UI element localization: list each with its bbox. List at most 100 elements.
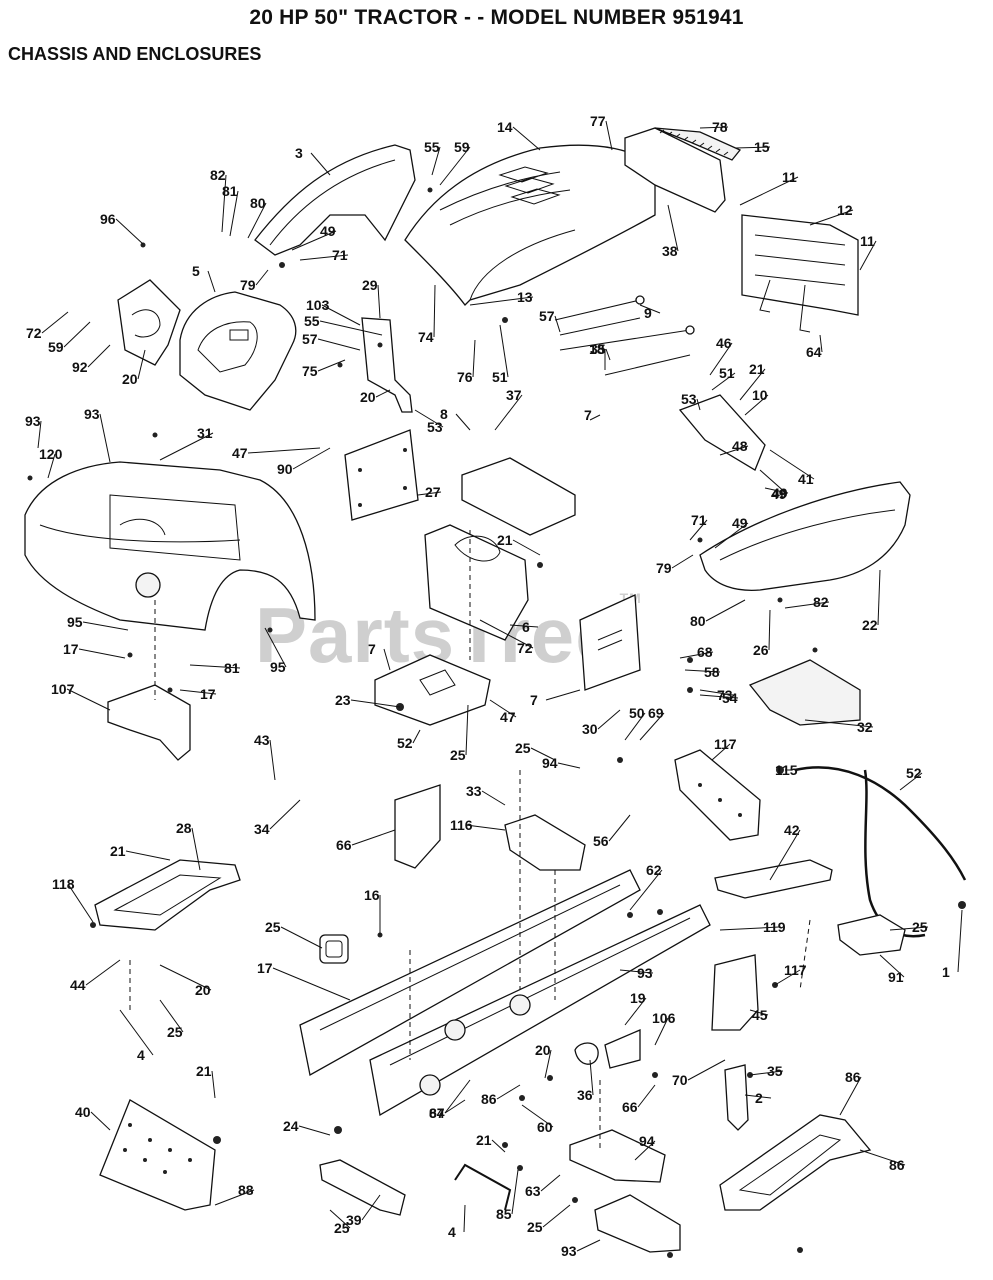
callout-label: 54 (722, 690, 738, 706)
callout-label: 48 (732, 438, 748, 454)
callout-label: 45 (752, 1007, 768, 1023)
leader-line (255, 269, 269, 286)
callout-label: 115 (775, 762, 798, 778)
callout-label: 21 (110, 843, 126, 859)
callout-label: 82 (210, 167, 226, 183)
callout-label: 73 (717, 687, 733, 703)
callout-label: 44 (70, 977, 86, 993)
leader-line (321, 304, 361, 326)
callout-label: 57 (539, 308, 555, 324)
leader-line (85, 959, 121, 986)
callout-label: 19 (630, 990, 646, 1006)
callout-label: 53 (427, 419, 443, 435)
leader-line (159, 432, 214, 461)
callout-label: 59 (48, 339, 64, 355)
leader-line (417, 491, 442, 496)
leader-line (540, 1174, 561, 1192)
leader-line (545, 689, 581, 701)
callout-label: 21 (196, 1063, 212, 1079)
leader-line (511, 1169, 519, 1215)
callout-label: 88 (238, 1182, 254, 1198)
part-hood (404, 144, 656, 306)
callout-label: 79 (240, 277, 256, 293)
callout-label: 77 (590, 113, 606, 129)
callout-label: 86 (889, 1157, 905, 1173)
leader-line (439, 146, 471, 186)
leader-line (375, 389, 391, 398)
callout-label: 12 (837, 202, 853, 218)
leader-line (299, 254, 349, 261)
callout-label: 72 (26, 325, 42, 341)
callout-label: 116 (450, 817, 473, 833)
callout-label: 64 (806, 344, 822, 360)
leader-line (679, 651, 714, 659)
callout-label: 107 (51, 681, 75, 697)
leader-line (744, 394, 769, 416)
callout-label: 35 (767, 1063, 783, 1079)
part-side-cover (117, 279, 181, 366)
callout-label: 17 (200, 686, 216, 702)
callout-label: 78 (712, 119, 728, 135)
section-subtitle: CHASSIS AND ENCLOSURES (8, 44, 262, 64)
callout-label: 10 (752, 387, 768, 403)
callout-label: 71 (332, 247, 348, 263)
callout-label: 57 (302, 331, 318, 347)
callout-label: 31 (197, 425, 213, 441)
leader-line (377, 284, 381, 319)
leader-line (711, 372, 736, 391)
callout-label: 95 (67, 614, 83, 630)
leader-line (351, 829, 396, 846)
leader-line (687, 1059, 726, 1081)
callout-label: 52 (397, 735, 413, 751)
leader-line (749, 1009, 769, 1016)
part-floor-plate-30 (374, 654, 491, 726)
callout-label: 74 (418, 329, 434, 345)
leader-line (671, 554, 694, 569)
leader-line (211, 1070, 216, 1099)
callout-label: 93 (637, 965, 653, 981)
callout-label: 27 (425, 484, 441, 500)
callout-label: 25 (527, 1219, 543, 1235)
part-cup-70 (574, 1042, 599, 1065)
leader-line (557, 762, 581, 769)
callout-label: 67 (429, 1105, 445, 1121)
leader-line (512, 126, 541, 151)
callout-label: 51 (492, 369, 508, 385)
callout-label: 7 (584, 407, 592, 423)
callout-label: 37 (506, 387, 522, 403)
part-plate-2 (99, 1099, 216, 1211)
part-frame-rail-right (369, 904, 711, 1117)
page-title: 20 HP 50" TRACTOR - - MODEL NUMBER 95194… (249, 6, 744, 29)
leader-line (696, 398, 701, 411)
part-footrest-28 (94, 859, 241, 931)
callout-label: 25 (450, 747, 466, 763)
callout-label: 60 (537, 1119, 553, 1135)
leader-line (544, 1049, 552, 1079)
leader-line (361, 1194, 381, 1221)
leader-line (709, 342, 733, 376)
leader-line (769, 829, 801, 881)
callout-label: 90 (277, 461, 293, 477)
leader-line (280, 926, 323, 949)
part-front-nose (699, 481, 911, 591)
leader-line (221, 174, 227, 233)
callout-label: 8 (440, 406, 448, 422)
callout-label: 71 (691, 512, 707, 528)
leader-line (87, 344, 111, 368)
callout-label: 43 (254, 732, 270, 748)
callout-label: 16 (364, 887, 380, 903)
part-tube-115 (794, 766, 967, 938)
callout-label: 66 (336, 837, 352, 853)
part-mount-bracket-41 (678, 394, 766, 471)
leader-line (319, 320, 383, 336)
callout-label: 70 (672, 1072, 688, 1088)
leader-line (589, 414, 601, 421)
callout-label: 118 (52, 876, 75, 892)
leader-line (414, 409, 444, 428)
leader-line (639, 712, 665, 741)
callout-label: 56 (593, 833, 609, 849)
part-steering-bracket (361, 317, 413, 413)
part-grille-bracket (624, 127, 726, 213)
callout-label: 49 (732, 515, 748, 531)
